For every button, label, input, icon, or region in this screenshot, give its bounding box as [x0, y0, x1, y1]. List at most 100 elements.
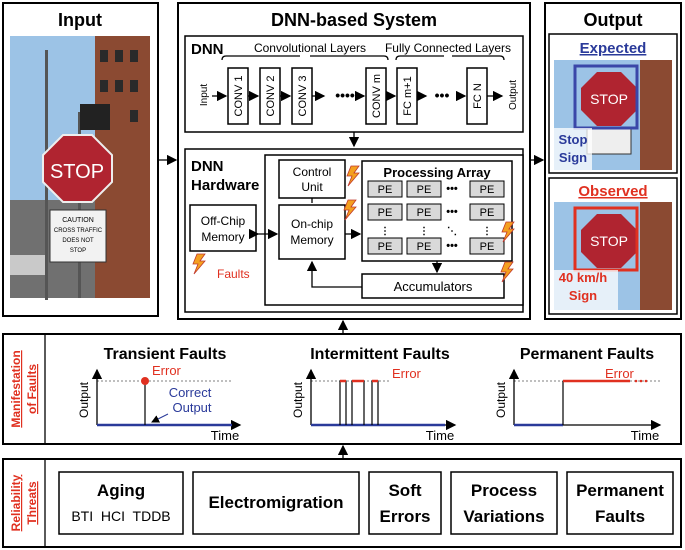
- transient-x-axis: Time: [211, 428, 239, 443]
- svg-text:•••: •••: [446, 240, 458, 252]
- svg-text:•••: •••: [446, 206, 458, 218]
- threat-aging: [58, 471, 184, 535]
- expected-result-line2: Sign: [559, 150, 587, 165]
- pe-grid: PE PE ••• PE PE PE ••• PE ⋮ ⋮ ⋱ ⋮ PE PE …: [367, 180, 505, 255]
- transient-y-axis: Output: [77, 381, 91, 418]
- threat-soft-line2: Errors: [379, 507, 430, 526]
- svg-text:PE: PE: [417, 184, 432, 196]
- input-panel: Input STOP CAUTION CROSS TRAFFIC DOES NO…: [2, 2, 159, 317]
- accumulators-label: Accumulators: [394, 279, 473, 294]
- expected-photo: STOP: [554, 60, 672, 170]
- permanent-title: Permanent Faults: [520, 346, 654, 363]
- threats-side-line1: Reliability: [9, 474, 23, 531]
- input-sign-caution-line2: CROSS TRAFFIC: [54, 228, 103, 234]
- svg-text:•••: •••: [435, 87, 450, 103]
- dnn-input-label: Input: [199, 84, 210, 106]
- svg-text:STOP: STOP: [590, 91, 628, 107]
- output-panel: Output Expected STOP Stop Sign Observed …: [544, 2, 682, 320]
- conv-group-label: Convolutional Layers: [254, 41, 366, 55]
- svg-text:STOP: STOP: [590, 233, 628, 249]
- accumulators: [361, 273, 505, 299]
- layer-conv-1-label: CONV 1: [233, 76, 245, 117]
- threat-soft-errors: [368, 471, 442, 535]
- manifestation-panel: Manifestation of Faults Transient Faults…: [2, 333, 682, 445]
- output-title: Output: [584, 10, 643, 30]
- dnn-label: DNN: [191, 41, 224, 58]
- svg-text:⋮: ⋮: [380, 226, 390, 237]
- input-sign-caution-line3: DOES NOT: [62, 238, 94, 244]
- faults-label: Faults: [217, 267, 250, 281]
- threat-permanent-line1: Permanent: [576, 481, 664, 500]
- svg-text:PE: PE: [378, 184, 393, 196]
- input-sign-stop-text: STOP: [50, 161, 104, 183]
- processing-array-title: Processing Array: [383, 165, 491, 180]
- intermittent-error-label: Error: [392, 366, 422, 381]
- expected-label: Expected: [580, 40, 647, 57]
- observed-result-line2: Sign: [569, 288, 597, 303]
- intermittent-title: Intermittent Faults: [310, 346, 450, 363]
- permanent-plot: Output Time Error: [494, 366, 662, 443]
- svg-text:PE: PE: [378, 207, 393, 219]
- layer-fc-m1-label: FC m+1: [402, 76, 414, 115]
- layer-conv-3-label: CONV 3: [297, 76, 309, 117]
- svg-text:PE: PE: [417, 207, 432, 219]
- hardware-label-line1: DNN: [191, 158, 224, 175]
- transient-correct-line1: Correct: [169, 385, 212, 400]
- input-title: Input: [58, 10, 102, 30]
- offchip-memory-line1: Off-Chip: [201, 214, 246, 228]
- expected-result-line1: Stop: [559, 132, 588, 147]
- manifestation-side-line1: Manifestation: [9, 350, 23, 427]
- svg-text:PE: PE: [480, 241, 495, 253]
- threat-electromigration-label: Electromigration: [208, 493, 343, 512]
- threat-aging-sub: BTI HCI TDDB: [71, 508, 170, 524]
- dnn-system-panel: DNN-based System DNN Convolutional Layer…: [177, 2, 531, 320]
- fc-group-label: Fully Connected Layers: [385, 41, 511, 55]
- svg-text:⋮: ⋮: [482, 226, 492, 237]
- offchip-memory: [189, 204, 257, 252]
- threat-aging-title: Aging: [97, 481, 145, 500]
- observed-label: Observed: [578, 183, 647, 200]
- threat-permanent-faults: [566, 471, 674, 535]
- threat-permanent-line2: Faults: [595, 507, 645, 526]
- control-unit-line2: Unit: [301, 180, 323, 194]
- onchip-memory-line1: On-chip: [291, 217, 333, 231]
- permanent-error-label: Error: [605, 366, 635, 381]
- threat-process-line1: Process: [471, 481, 537, 500]
- system-title: DNN-based System: [271, 10, 437, 30]
- threats-side-line2: Threats: [25, 481, 39, 525]
- svg-text:PE: PE: [378, 241, 393, 253]
- threat-process-variations: [450, 471, 558, 535]
- transient-error-label: Error: [152, 363, 182, 378]
- svg-text:PE: PE: [417, 241, 432, 253]
- threat-process-line2: Variations: [463, 507, 544, 526]
- layer-conv-m-label: CONV m: [371, 74, 383, 118]
- observed-photo: STOP: [554, 202, 672, 310]
- transient-title: Transient Faults: [104, 346, 227, 363]
- offchip-memory-line2: Memory: [201, 230, 244, 244]
- permanent-y-axis: Output: [494, 381, 508, 418]
- manifestation-side-line2: of Faults: [25, 364, 39, 414]
- svg-text:⋱: ⋱: [447, 226, 457, 237]
- input-stop-sign-photo: STOP CAUTION CROSS TRAFFIC DOES NOT STOP: [10, 36, 150, 300]
- input-sign-caution-line1: CAUTION: [62, 217, 94, 224]
- intermittent-x-axis: Time: [426, 428, 454, 443]
- hardware-label-line2: Hardware: [191, 177, 259, 194]
- layer-conv-2-label: CONV 2: [265, 76, 277, 117]
- observed-result-line1: 40 km/h: [559, 270, 607, 285]
- transient-correct-line2: Output: [172, 400, 211, 415]
- svg-text:PE: PE: [480, 184, 495, 196]
- svg-text:⋮: ⋮: [419, 226, 429, 237]
- control-unit-line1: Control: [293, 165, 332, 179]
- intermittent-y-axis: Output: [291, 381, 305, 418]
- dnn-layer-arrows: •••• •••: [212, 87, 504, 103]
- threat-electromigration: [192, 471, 360, 535]
- svg-text:••••: ••••: [335, 87, 355, 103]
- permanent-x-axis: Time: [631, 428, 659, 443]
- layer-fc-n-label: FC N: [472, 83, 484, 109]
- onchip-memory-line2: Memory: [290, 233, 333, 247]
- threats-panel: Reliability Threats Aging BTI HCI TDDB E…: [2, 458, 682, 548]
- svg-text:PE: PE: [480, 207, 495, 219]
- input-sign-caution-line4: STOP: [70, 248, 86, 254]
- control-unit: [278, 159, 346, 199]
